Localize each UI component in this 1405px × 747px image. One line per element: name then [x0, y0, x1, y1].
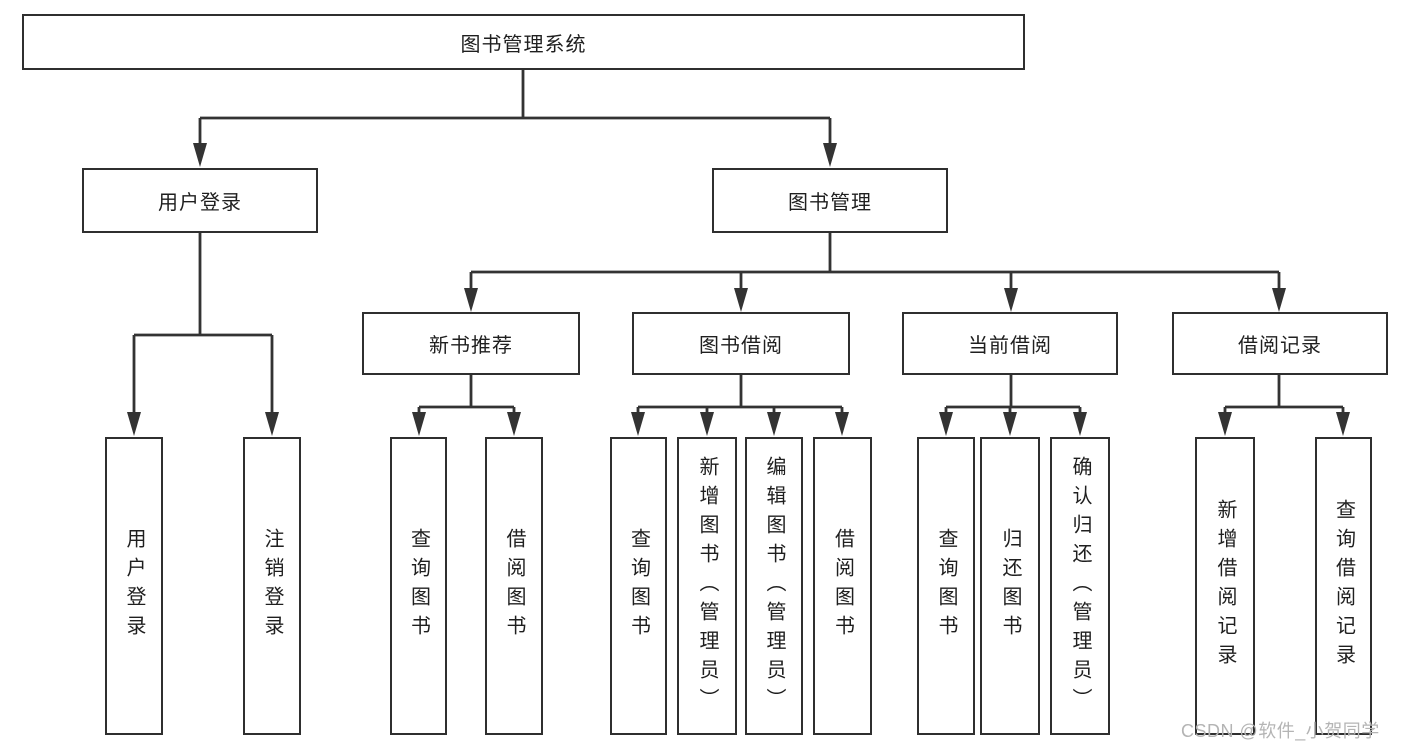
- connector-user-login-to-leaves: [127, 233, 279, 436]
- node-current-borrowing: 当前借阅: [902, 312, 1118, 375]
- node-book-borrowing: 图书借阅: [632, 312, 850, 375]
- leaf-recommend-borrow-books: 借阅图书: [485, 437, 543, 735]
- node-user-login: 用户登录: [82, 168, 318, 233]
- leaf-borrowing-query-books: 查询图书: [610, 437, 667, 735]
- connector-book-management-to-level3: [464, 233, 1286, 312]
- leaf-records-add-borrow-record: 新增借阅记录: [1195, 437, 1255, 735]
- node-book-management: 图书管理: [712, 168, 948, 233]
- connector-root-to-level2: [193, 69, 837, 167]
- node-library-management-system: 图书管理系统: [22, 14, 1025, 70]
- leaf-recommend-query-books: 查询图书: [390, 437, 447, 735]
- connector-new-book-recommendation-to-leaves: [412, 375, 521, 436]
- leaf-logout-login: 注销登录: [243, 437, 301, 735]
- connector-borrowing-records-to-leaves: [1218, 375, 1350, 436]
- csdn-watermark: CSDN @软件_小贺同学: [1181, 721, 1380, 741]
- leaf-current-query-books: 查询图书: [917, 437, 975, 735]
- node-borrowing-records: 借阅记录: [1172, 312, 1388, 375]
- leaf-borrowing-add-books-admin: 新增图书（管理员）: [677, 437, 737, 735]
- leaf-current-return-books: 归还图书: [980, 437, 1040, 735]
- leaf-records-query-borrow-record: 查询借阅记录: [1315, 437, 1372, 735]
- leaf-user-login: 用户登录: [105, 437, 163, 735]
- connector-current-borrowing-to-leaves: [939, 375, 1087, 436]
- leaf-borrowing-borrow-books: 借阅图书: [813, 437, 872, 735]
- leaf-current-confirm-return-admin: 确认归还（管理员）: [1050, 437, 1110, 735]
- node-new-book-recommendation: 新书推荐: [362, 312, 580, 375]
- connector-book-borrowing-to-leaves: [631, 375, 849, 436]
- leaf-borrowing-edit-books-admin: 编辑图书（管理员）: [745, 437, 803, 735]
